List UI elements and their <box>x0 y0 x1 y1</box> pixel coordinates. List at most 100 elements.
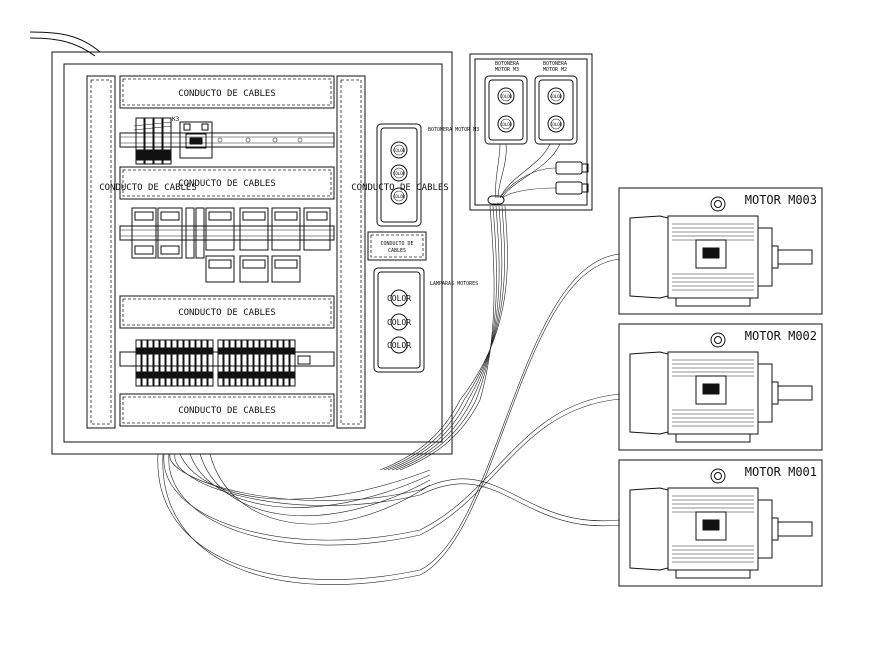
motor-flange <box>757 227 773 287</box>
terminal-block <box>247 339 254 387</box>
terminal-block <box>135 339 142 387</box>
pilot-button-box: COLOR COLOR COLOR <box>376 123 422 227</box>
vertical-duct-left <box>86 75 116 429</box>
panel-cable <box>209 453 431 525</box>
terminal-block <box>283 339 290 387</box>
terminal-box <box>695 239 727 269</box>
motor-feet <box>675 297 751 307</box>
lifting-eye <box>710 332 726 348</box>
motor-cable <box>174 453 621 527</box>
duct-label: CONDUCTO DE CABLES <box>178 308 276 318</box>
motor-shaft <box>777 385 813 401</box>
terminal-block <box>217 339 224 387</box>
terminal-block <box>271 339 278 387</box>
lifting-eye <box>710 196 726 212</box>
motor-flange <box>757 499 773 559</box>
panel-cable <box>199 453 431 517</box>
terminal-block <box>153 339 160 387</box>
lifting-eye <box>710 468 726 484</box>
station-right-title-2: MOTOR M2 <box>543 67 567 73</box>
vertical-duct-right <box>336 75 366 429</box>
horizontal-duct-2: CONDUCTO DE CABLES <box>119 166 335 200</box>
station-cable <box>395 205 497 471</box>
contactor <box>303 207 331 251</box>
terminal-block <box>177 339 184 387</box>
cable-gland-bottom <box>555 181 589 195</box>
horizontal-duct-1: CONDUCTO DE CABLES <box>119 75 335 109</box>
din-rail-contactors <box>119 207 335 283</box>
terminal-block <box>289 339 296 387</box>
motor-m001: MOTOR M001 <box>618 459 823 587</box>
small-duct-label-2: CABLES <box>388 248 406 254</box>
din-rail-breakers: K3 <box>119 116 335 165</box>
motor-shaft <box>777 249 813 265</box>
contactor <box>131 207 157 259</box>
motor-flange <box>757 363 773 423</box>
motor-m002: MOTOR M002 <box>618 323 823 451</box>
terminal-block <box>277 339 284 387</box>
station-cable <box>379 205 508 471</box>
terminal-block <box>159 339 166 387</box>
terminal-block <box>141 339 148 387</box>
terminal-block <box>229 339 236 387</box>
station-cable <box>391 205 500 471</box>
terminal-block <box>183 339 190 387</box>
pushbutton-station: BOTONERA MOTOR M3 BOTONERA MOTOR M2 COLO… <box>469 53 593 211</box>
breaker-label: K3 <box>172 116 180 123</box>
pushbutton-callout: BOTONERA MOTOR M3 <box>428 127 479 133</box>
station-cable <box>383 205 505 471</box>
motor-end-cap <box>629 215 669 299</box>
pilot-lamp-box: COLOR COLOR COLOR <box>373 267 425 373</box>
contactor <box>205 207 235 283</box>
station-button-label: COLOR <box>500 122 513 127</box>
terminal-block <box>207 339 214 387</box>
terminal-block <box>253 339 260 387</box>
button-color-label: COLOR <box>393 148 406 153</box>
terminal-block <box>147 339 154 387</box>
terminal-block-group <box>135 339 296 387</box>
panel-cable <box>189 453 431 508</box>
lamp-color-label: COLOR <box>387 341 411 350</box>
cable-gland-top <box>555 161 589 175</box>
contactor <box>271 207 301 283</box>
terminal-block <box>223 339 230 387</box>
terminal-box <box>695 511 727 541</box>
horizontal-duct-3: CONDUCTO DE CABLES <box>119 295 335 329</box>
button-box-left: COLOR COLOR <box>484 75 528 145</box>
lamps-callout: LAMPARAS MOTORES <box>430 281 478 287</box>
horizontal-duct-4: CONDUCTO DE CABLES <box>119 393 335 427</box>
main-switch <box>179 121 213 159</box>
duct-label: CONDUCTO DE CABLES <box>178 406 276 416</box>
panel-to-motor-cables <box>157 253 621 585</box>
din-rail-terminals <box>119 339 335 387</box>
station-left-title-1: BOTONERA <box>495 61 519 67</box>
station-button-label: COLOR <box>550 94 563 99</box>
motor-feet <box>675 433 751 443</box>
terminal-block <box>241 339 248 387</box>
station-button-label: COLOR <box>500 94 513 99</box>
terminal-block <box>171 339 178 387</box>
terminal-block <box>195 339 202 387</box>
motor-cable <box>162 258 621 585</box>
small-duct-label-1: CONDUCTO DE <box>380 241 413 247</box>
lamp-color-label: COLOR <box>387 318 411 327</box>
button-color-label: COLOR <box>393 171 406 176</box>
control-panel: CONDUCTO DE CABLES CONDUCTO DE CABLES CO… <box>51 51 453 455</box>
contactor <box>157 207 183 259</box>
terminal-box <box>695 375 727 405</box>
small-duct-box: CONDUCTO DE CABLES <box>367 231 427 261</box>
motor-feet <box>675 569 751 579</box>
panel-cable <box>179 453 431 500</box>
motor-shaft <box>777 521 813 537</box>
motor-label: MOTOR M003 <box>745 193 817 207</box>
breaker-block <box>133 117 173 165</box>
motor-cable <box>169 453 621 522</box>
station-button-label: COLOR <box>550 122 563 127</box>
terminal-block <box>265 339 272 387</box>
station-to-panel-cables <box>379 205 508 471</box>
motor-label: MOTOR M002 <box>745 329 817 343</box>
terminal-block <box>235 339 242 387</box>
motor-end-cap <box>629 487 669 571</box>
motor-m003: MOTOR M003 <box>618 187 823 315</box>
